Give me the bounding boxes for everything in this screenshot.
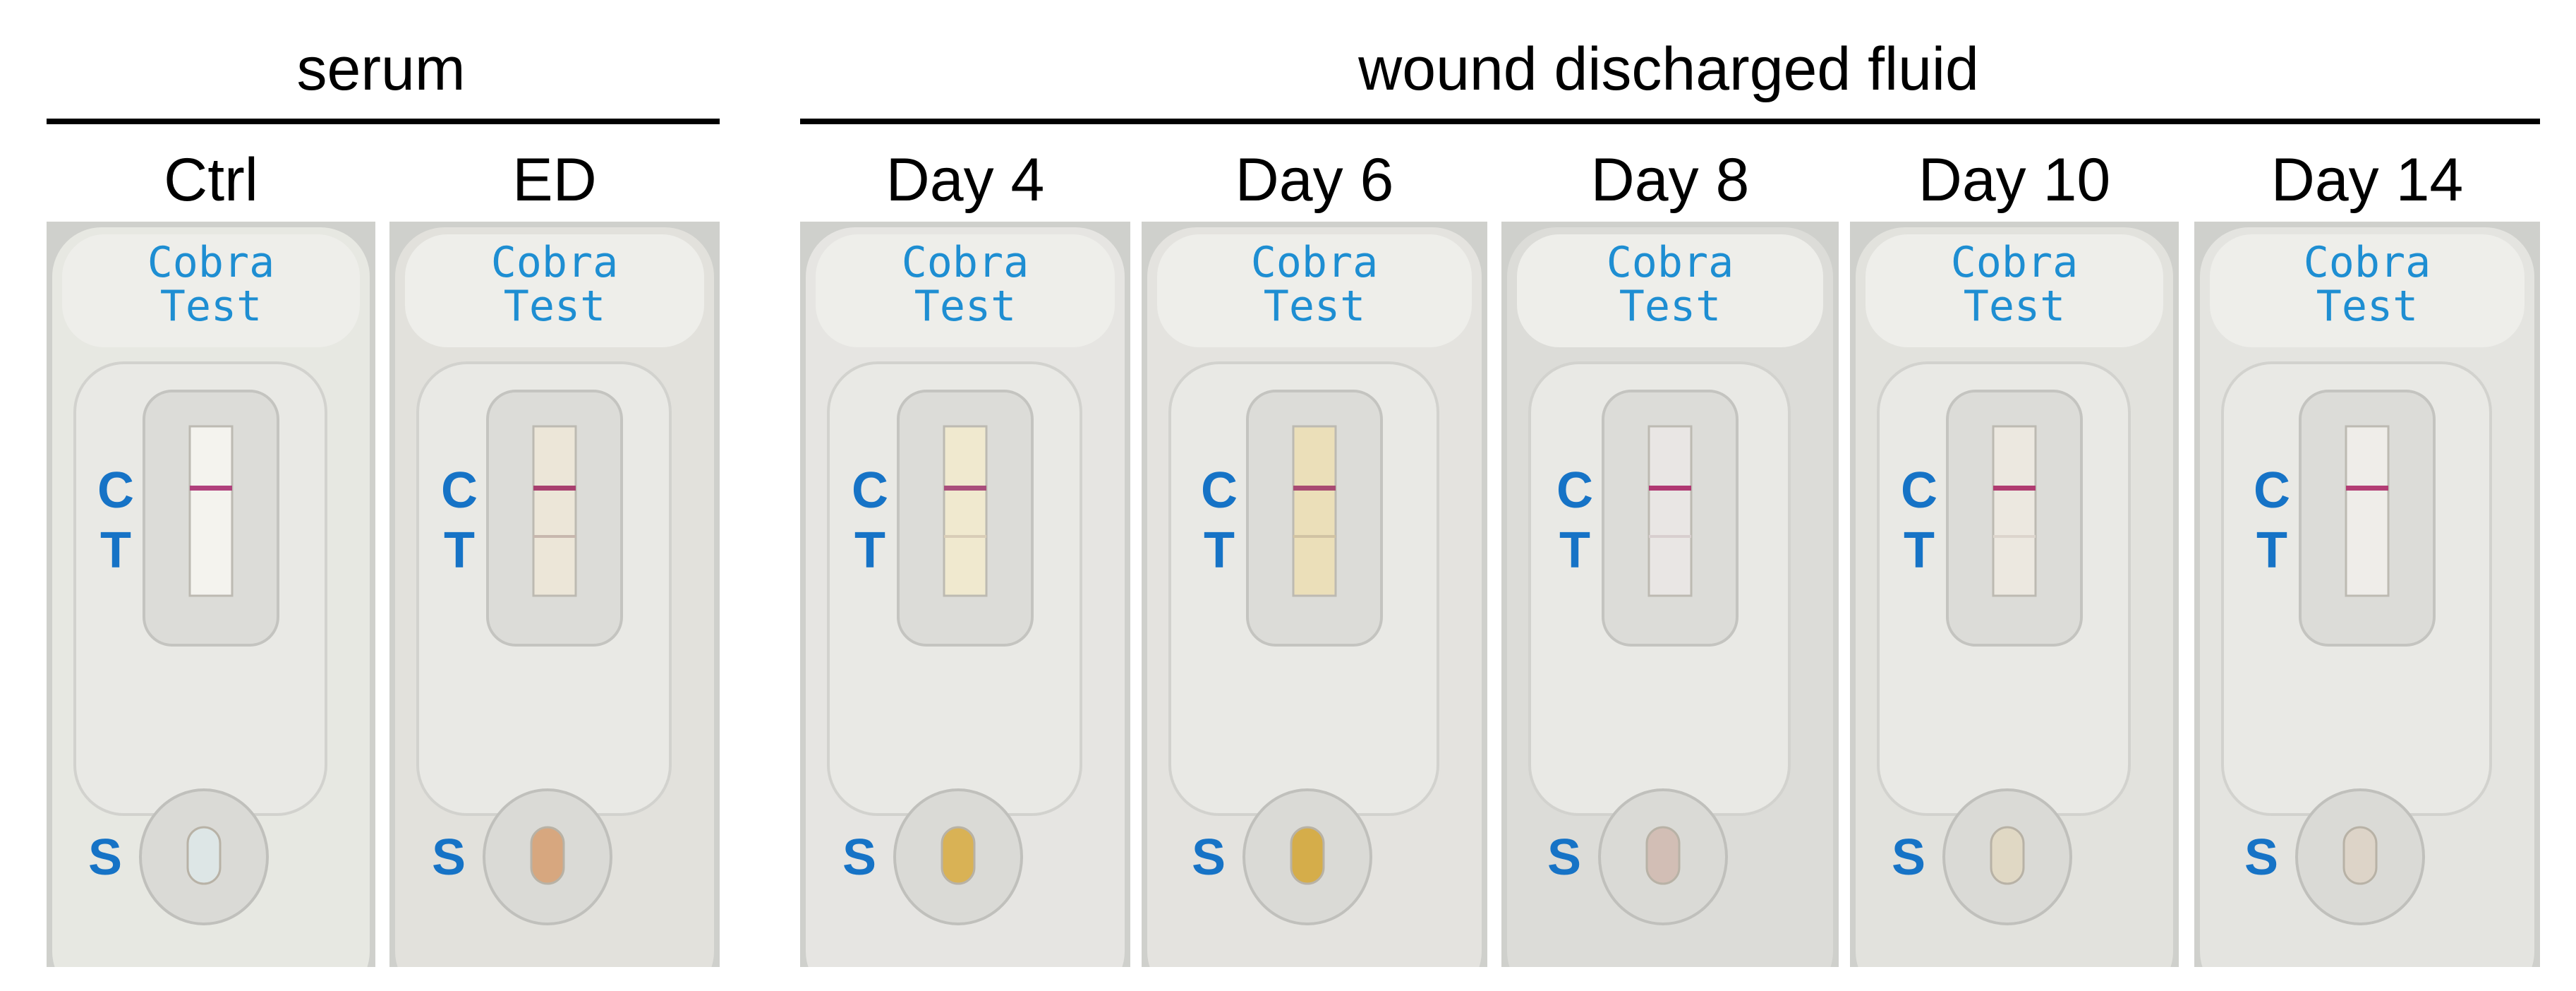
label-plate [1517,234,1823,347]
control-line [1993,486,2036,491]
brand-text-test: Test [2316,282,2419,331]
sample-marker: S [88,829,122,886]
sample-fluid [530,826,565,885]
label-plate [1157,234,1472,347]
sample-marker: S [1192,829,1226,886]
test-marker: T [1559,522,1590,579]
brand-text-cobra: Cobra [902,238,1029,287]
control-marker: C [1201,462,1238,519]
test-strip [1292,425,1337,597]
control-line [533,486,576,491]
control-marker: C [441,462,478,519]
group-title-serum: serum [296,35,466,103]
test-line [1993,535,2036,538]
brand-text-test: Test [504,282,606,331]
test-strip [1647,425,1693,597]
sample-fluid [1645,826,1681,885]
control-line [2346,486,2388,491]
panel-title: Day 6 [1235,146,1394,214]
brand-text-test: Test [914,282,1017,331]
control-marker: C [97,462,134,519]
control-marker: C [1556,462,1593,519]
sample-fluid [2342,826,2378,885]
sample-marker: S [842,829,876,886]
test-line [1293,535,1336,538]
test-strip [1992,425,2037,597]
brand-text-test: Test [1264,282,1366,331]
test-marker: T [100,522,131,579]
control-marker: C [1901,462,1937,519]
label-plate [2210,234,2524,347]
brand-text-cobra: Cobra [1251,238,1379,287]
test-marker: T [2256,522,2287,579]
test-strip [2345,425,2390,597]
group-rule-serum [47,119,720,124]
panel-title: Day 4 [885,146,1045,214]
test-strip [943,425,988,597]
brand-text-test: Test [1964,282,2066,331]
panel-title: Day 10 [1918,146,2111,214]
test-strip [532,425,577,597]
brand-text-cobra: Cobra [2304,238,2431,287]
label-plate [405,234,704,347]
panel-title: Day 8 [1590,146,1750,214]
brand-text-cobra: Cobra [491,238,619,287]
test-strip [188,425,234,597]
control-marker: C [852,462,888,519]
sample-marker: S [1892,829,1925,886]
group-rule-wound-fluid [800,119,2540,124]
label-plate [1866,234,2163,347]
sample-fluid [1990,826,2025,885]
label-plate [62,234,360,347]
brand-text-cobra: Cobra [1607,238,1734,287]
test-marker: T [1204,522,1235,579]
test-line [1649,535,1691,538]
brand-text-test: Test [160,282,262,331]
test-marker: T [1904,522,1935,579]
panel-title: ED [512,146,597,214]
sample-marker: S [432,829,466,886]
brand-text-test: Test [1619,282,1722,331]
control-line [944,486,986,491]
control-marker: C [2254,462,2290,519]
group-title-wound-fluid: wound discharged fluid [1358,35,1979,103]
control-line [1649,486,1691,491]
test-marker: T [854,522,885,579]
label-plate [816,234,1115,347]
sample-marker: S [2244,829,2278,886]
test-marker: T [444,522,475,579]
panel-title: Day 14 [2270,146,2464,214]
control-line [1293,486,1336,491]
brand-text-cobra: Cobra [1951,238,2079,287]
sample-fluid [186,826,222,885]
sample-marker: S [1547,829,1581,886]
test-line [944,535,986,538]
sample-fluid [1290,826,1325,885]
test-line [533,535,576,538]
sample-fluid [941,826,976,885]
control-line [190,486,232,491]
panel-title: Ctrl [164,146,258,214]
brand-text-cobra: Cobra [147,238,275,287]
